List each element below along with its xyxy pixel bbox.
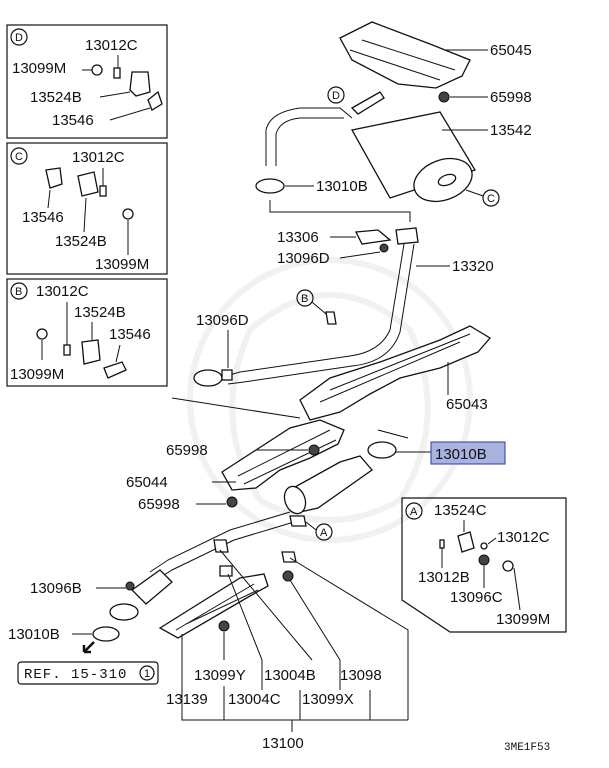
inset-d-part-13546[interactable]: 13546 (52, 112, 94, 129)
part-13010b-bottom[interactable]: 13010B (8, 626, 60, 643)
inset-a-part-13099m[interactable]: 13099M (496, 611, 550, 628)
part-13096d-top[interactable]: 13096D (277, 250, 330, 267)
inset-a-part-13524c[interactable]: 13524C (434, 502, 487, 519)
front-pipe-13100[interactable] (109, 455, 373, 639)
gasket-13010b-top[interactable] (255, 178, 285, 194)
center-pipe-13320[interactable] (193, 227, 419, 387)
inset-a-letter: A (410, 506, 418, 518)
part-13004b[interactable]: 13004B (264, 667, 316, 684)
part-65998-top[interactable]: 65998 (490, 89, 532, 106)
arrow-icon (82, 641, 95, 654)
part-65043[interactable]: 65043 (446, 396, 488, 413)
ref-number: 1 (144, 668, 150, 680)
inset-b-letter: B (15, 286, 22, 298)
diagram-code: 3ME1F53 (504, 742, 550, 754)
part-13010b-top[interactable]: 13010B (316, 178, 368, 195)
gasket-13010b-mid[interactable] (367, 441, 397, 459)
inset-c-letter: C (15, 151, 23, 163)
callout-c-letter: C (487, 193, 495, 205)
inset-b-part-13099m[interactable]: 13099M (10, 366, 64, 383)
ref-label[interactable]: REF. 15-310 (24, 667, 127, 683)
part-65998-low[interactable]: 65998 (138, 496, 180, 513)
highlight-box[interactable] (430, 441, 506, 465)
inset-d-part-13524b[interactable]: 13524B (30, 89, 82, 106)
part-13099y[interactable]: 13099Y (194, 667, 246, 684)
hanger-13004b[interactable] (213, 539, 229, 553)
gasket-13010b-bottom[interactable] (92, 626, 120, 642)
part-13099x[interactable]: 13099X (302, 691, 354, 708)
inset-d-part-13012c[interactable]: 13012C (85, 37, 138, 54)
part-13010b-highlighted[interactable]: 13010B (435, 446, 487, 463)
part-13542[interactable]: 13542 (490, 122, 532, 139)
callout-d-main (327, 86, 345, 104)
heat-shield-65044[interactable] (221, 419, 345, 491)
bolt-65998-mid[interactable] (308, 444, 320, 456)
hanger-13096b[interactable] (125, 581, 135, 591)
callout-b-main (296, 289, 314, 307)
hanger-13004c[interactable] (219, 565, 233, 577)
inset-b-badge (10, 282, 28, 300)
inset-d-part-13099m[interactable]: 13099M (12, 60, 66, 77)
inset-a-part-13012b[interactable]: 13012B (418, 569, 470, 586)
part-65044[interactable]: 65044 (126, 474, 168, 491)
bolt-13099y[interactable] (218, 620, 230, 632)
inset-a: A 13524C 13012C 13012B 13096C 13099M (401, 497, 567, 633)
callout-c-main (482, 189, 500, 207)
bolt-13099x[interactable] (282, 570, 294, 582)
part-13139[interactable]: 13139 (166, 691, 208, 708)
part-13098[interactable]: 13098 (340, 667, 382, 684)
inset-b: B 13012C 13524B 13546 13099M (6, 278, 168, 387)
inset-c-part-13546[interactable]: 13546 (22, 209, 64, 226)
heat-shield-65045[interactable] (339, 21, 471, 89)
bolt-65998-top[interactable] (438, 91, 450, 103)
heat-shield-65043[interactable] (299, 325, 491, 421)
part-13004c[interactable]: 13004C (228, 691, 281, 708)
hanger-13096d-top[interactable] (379, 243, 389, 253)
callout-a-letter: A (320, 527, 328, 539)
main-muffler-13542[interactable] (265, 91, 478, 209)
part-13096d-mid[interactable]: 13096D (196, 312, 249, 329)
callout-b-letter: B (301, 293, 308, 305)
inset-c: C 13012C 13546 13524B 13099M (6, 142, 168, 275)
inset-a-part-13012c[interactable]: 13012C (497, 529, 550, 546)
inset-b-part-13546[interactable]: 13546 (109, 326, 151, 343)
part-13096b[interactable]: 13096B (30, 580, 82, 597)
inset-a-part-13096c[interactable]: 13096C (450, 589, 503, 606)
ref-box[interactable] (17, 661, 159, 685)
part-65998-mid[interactable]: 65998 (166, 442, 208, 459)
part-13100[interactable]: 13100 (262, 735, 304, 752)
inset-a-badge (405, 502, 423, 520)
part-65045[interactable]: 65045 (490, 42, 532, 59)
watermark-emblem (187, 257, 473, 543)
inset-c-badge (10, 147, 28, 165)
inset-d-badge (10, 28, 28, 46)
hanger-13306[interactable] (354, 229, 392, 245)
inset-d: D 13012C 13099M 13524B 13546 (6, 24, 168, 139)
inset-d-letter: D (15, 32, 23, 44)
bolt-65998-low[interactable] (226, 496, 238, 508)
inset-b-part-13012c[interactable]: 13012C (36, 283, 89, 300)
callout-d-letter: D (332, 90, 340, 102)
part-13320[interactable]: 13320 (452, 258, 494, 275)
inset-c-part-13099m[interactable]: 13099M (95, 256, 149, 273)
inset-c-part-13012c[interactable]: 13012C (72, 149, 125, 166)
part-13306[interactable]: 13306 (277, 229, 319, 246)
inset-b-part-13524b[interactable]: 13524B (74, 304, 126, 321)
callout-a-main (315, 523, 333, 541)
inset-c-part-13524b[interactable]: 13524B (55, 233, 107, 250)
